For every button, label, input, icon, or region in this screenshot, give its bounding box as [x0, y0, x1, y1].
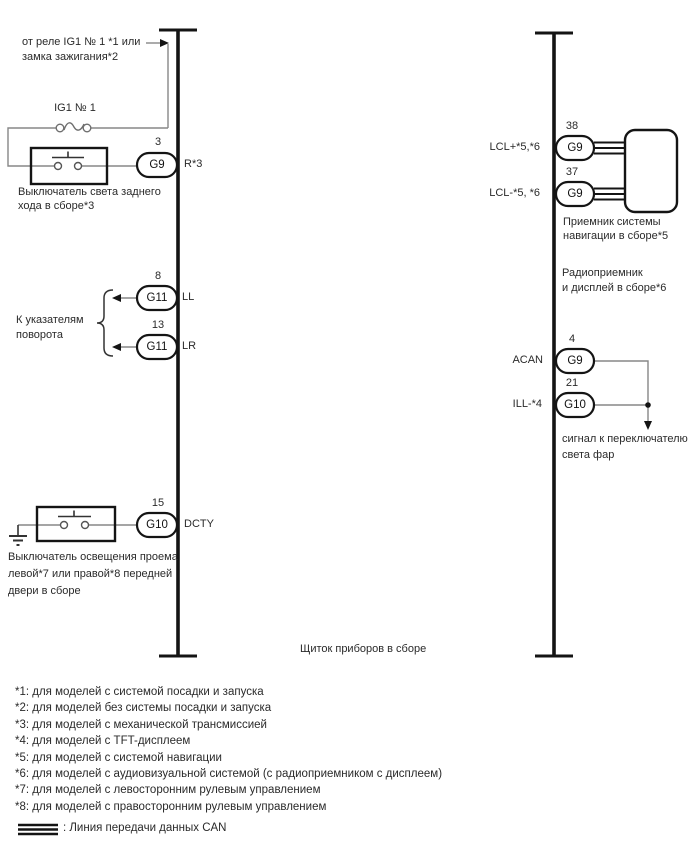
- pin-number-37: 37: [565, 166, 579, 178]
- signal-lr: LR: [182, 340, 197, 352]
- door-courtesy-switch-caption: Выключатель освещения проема левой*7 или…: [8, 551, 178, 597]
- signal-dcty: DCTY: [184, 518, 214, 530]
- junction-dot: [645, 402, 651, 408]
- pin-number-15: 15: [151, 497, 165, 509]
- can-bus-lines: [594, 141, 625, 201]
- footnote-8: *8: для моделей с правосторонним рулевым…: [15, 800, 327, 813]
- signal-lcl-plus: LCL+*5,*6: [489, 141, 540, 153]
- navigation-receiver-box: [623, 128, 679, 214]
- connector-g9-4: G9: [567, 355, 583, 367]
- instrument-panel-label: Щиток приборов в сборе: [300, 643, 427, 655]
- reverse-light-switch-caption: Выключатель света заднего хода в сборе*3: [18, 186, 161, 212]
- footnote-4: *4: для моделей с TFT-дисплеем: [15, 735, 191, 748]
- left-connector-ovals: [135, 151, 179, 539]
- ground-icon: [9, 525, 27, 546]
- pin-number-3: 3: [154, 136, 162, 148]
- door-courtesy-switch-symbol: [35, 505, 117, 543]
- reverse-light-switch-symbol: [29, 146, 109, 186]
- pin-number-13: 13: [151, 319, 165, 331]
- fuse-icon: [55, 122, 92, 133]
- footnote-6: *6: для моделей с аудиовизуальной систем…: [15, 768, 443, 781]
- footnote-5: *5: для моделей с системой навигации: [15, 751, 222, 764]
- signal-ill: ILL-*4: [512, 398, 542, 410]
- signal-acan: ACAN: [512, 354, 543, 366]
- pin-number-4: 4: [568, 333, 576, 345]
- pin-number-21: 21: [565, 377, 579, 389]
- fuse-label: IG1 № 1: [54, 102, 96, 114]
- connector-g11-13: G11: [146, 341, 168, 353]
- connector-g9-38: G9: [567, 142, 583, 154]
- arrowheads: [112, 39, 652, 430]
- can-legend-label: : Линия передачи данных CAN: [63, 822, 227, 834]
- connector-g10-15: G10: [146, 519, 168, 531]
- radio-display-caption: Радиоприемник и дисплей в сборе*6: [562, 267, 667, 294]
- left-bus-line: [159, 28, 197, 658]
- connector-g9-3: G9: [149, 159, 165, 171]
- wire-lines: [7, 42, 649, 526]
- footnote-7: *7: для моделей с левосторонним рулевым …: [15, 784, 321, 797]
- right-bus-line: [535, 31, 573, 658]
- connector-g11-8: G11: [146, 292, 168, 304]
- connector-g10-21: G10: [564, 399, 586, 411]
- can-legend-icon: [18, 823, 58, 836]
- connector-g9-37: G9: [567, 188, 583, 200]
- navigation-receiver-caption: Приемник системы навигации в сборе*5: [563, 216, 669, 242]
- turn-signals-caption: К указателям поворота: [16, 314, 84, 341]
- right-connector-ovals: [554, 134, 596, 419]
- signal-r3: R*3: [184, 158, 203, 170]
- pin-number-8: 8: [154, 270, 162, 282]
- pin-number-38: 38: [565, 120, 579, 132]
- footnote-2: *2: для моделей без системы посадки и за…: [15, 702, 272, 715]
- footnote-1: *1: для моделей с системой посадки и зап…: [15, 686, 264, 698]
- signal-ll: LL: [182, 291, 195, 303]
- turn-signal-brace: [96, 289, 114, 357]
- power-source-note: от реле IG1 № 1 *1 или замка зажигания*2: [22, 36, 141, 63]
- footnote-3: *3: для моделей с механической трансмисс…: [15, 718, 267, 731]
- signal-lcl-minus: LCL-*5, *6: [489, 187, 540, 199]
- footnotes-block: *1: для моделей с системой посадки и зап…: [15, 684, 442, 815]
- headlight-switch-note: сигнал к переключателю света фар: [562, 433, 688, 461]
